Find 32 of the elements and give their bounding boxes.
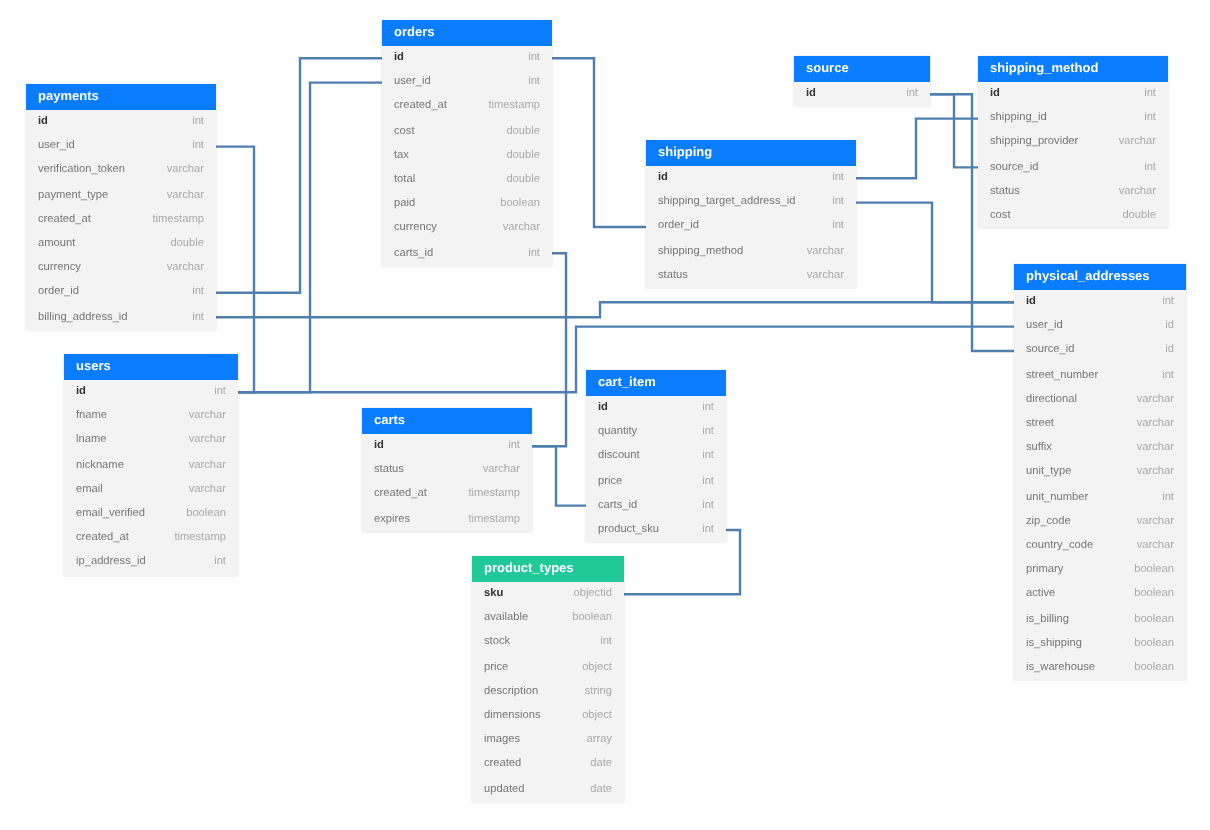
- table-row: [978, 82, 1168, 107]
- table-row: [586, 517, 726, 543]
- relationship-line: [216, 145, 256, 394]
- table-row: [586, 396, 726, 421]
- table-row: [64, 380, 238, 405]
- table-card: [26, 84, 216, 330]
- table-row: [362, 434, 532, 459]
- table-card: [794, 56, 930, 107]
- relationship-line: [532, 445, 586, 507]
- relationship-line: [856, 117, 978, 180]
- table-row: [382, 46, 552, 71]
- table-card: [472, 556, 624, 802]
- table-card: [362, 408, 532, 532]
- table-row: [1014, 290, 1186, 315]
- table-row: [26, 305, 216, 330]
- relationship-line: [624, 528, 742, 596]
- table-row: [794, 82, 930, 107]
- table-card: [1014, 264, 1186, 680]
- table-card: [64, 354, 238, 575]
- table-row: [472, 582, 624, 607]
- relationship-line: [856, 201, 1014, 304]
- relationship-line: [216, 57, 382, 294]
- relationship-line: [930, 93, 1014, 353]
- relationship-line: [552, 57, 646, 229]
- table-card: [978, 56, 1168, 229]
- table-card: [586, 370, 726, 543]
- table-row: [382, 241, 552, 266]
- table-row: [646, 166, 856, 191]
- relationship-line: [238, 325, 1014, 394]
- table-row: [26, 110, 216, 135]
- table-card: [382, 20, 552, 266]
- table-card: [646, 140, 856, 288]
